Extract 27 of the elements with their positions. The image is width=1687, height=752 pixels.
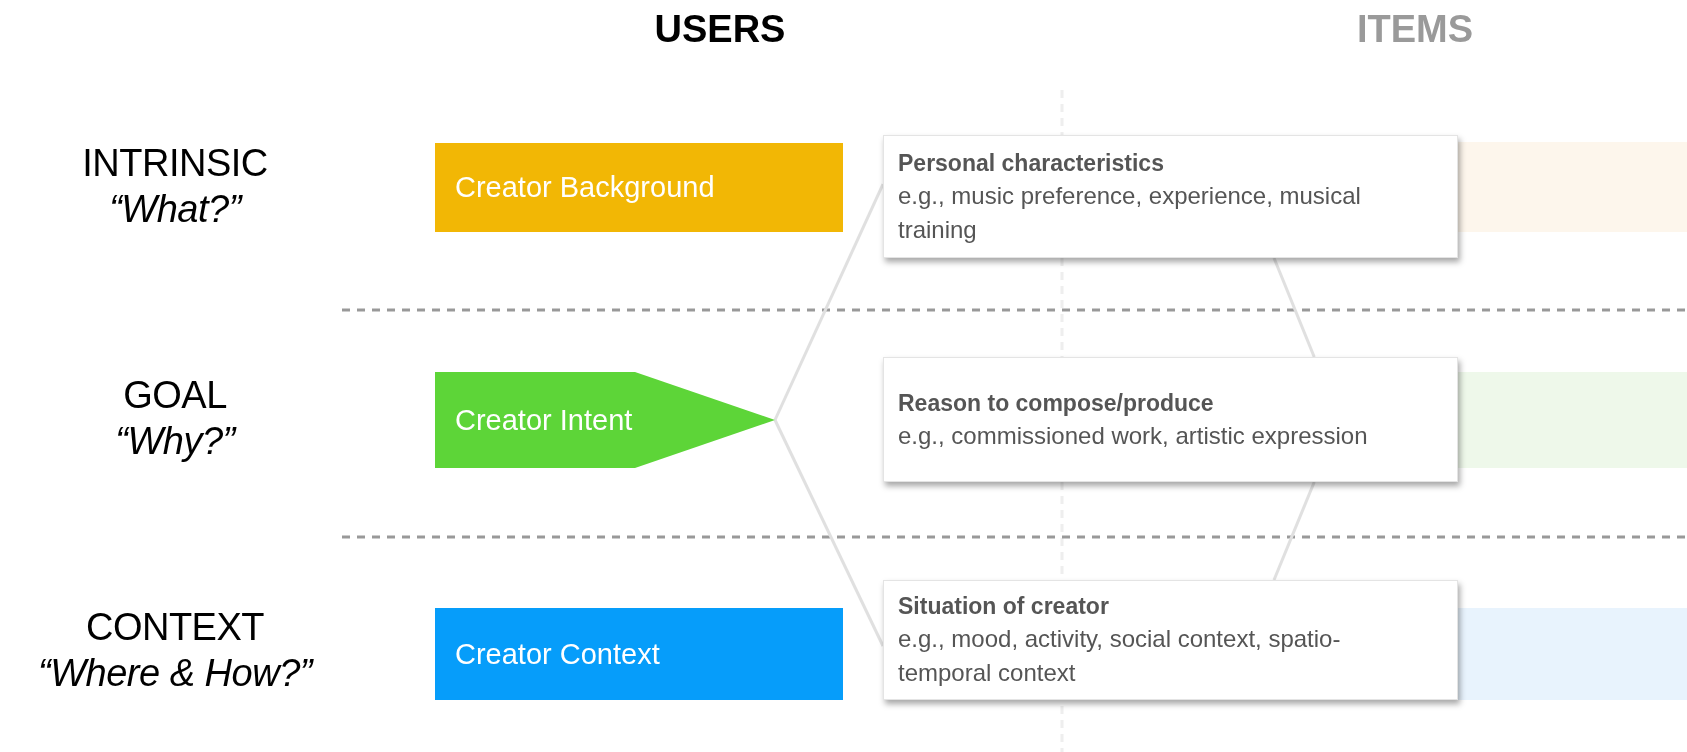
description-card	[883, 580, 1458, 700]
row-heading: GOAL	[123, 373, 227, 418]
pointed-box: Creator Intent	[435, 372, 775, 468]
connector-line	[773, 419, 885, 647]
faded-bar	[1458, 142, 1687, 232]
description-card	[883, 135, 1458, 258]
card-heading: Personal characteristics	[898, 148, 1165, 178]
connector-line	[773, 183, 885, 421]
card-description: e.g., mood, activity, social context, spatio- temporal context	[898, 624, 1342, 688]
category-box: Creator Context	[435, 608, 843, 700]
category-box: Creator Background	[435, 143, 843, 232]
faded-bar	[1458, 608, 1687, 700]
description-card	[883, 357, 1458, 482]
row-heading: INTRINSIC	[82, 141, 268, 186]
row-question: “Why?”	[115, 419, 235, 464]
connector-line	[1272, 257, 1316, 358]
column-title: USERS	[654, 8, 786, 51]
row-question: “Where & How?”	[38, 651, 312, 696]
row-question: “What?”	[109, 187, 241, 232]
card-heading: Situation of creator	[898, 592, 1110, 621]
row-heading: CONTEXT	[85, 605, 265, 650]
card-description: e.g., commissioned work, artistic expression	[898, 420, 1369, 451]
card-description: e.g., music preference, experience, musical training	[898, 180, 1362, 245]
card-heading: Reason to compose/produce	[898, 388, 1215, 418]
connector-line	[1272, 481, 1316, 581]
column-title: ITEMS	[1356, 8, 1474, 51]
faded-bar	[1458, 372, 1687, 468]
